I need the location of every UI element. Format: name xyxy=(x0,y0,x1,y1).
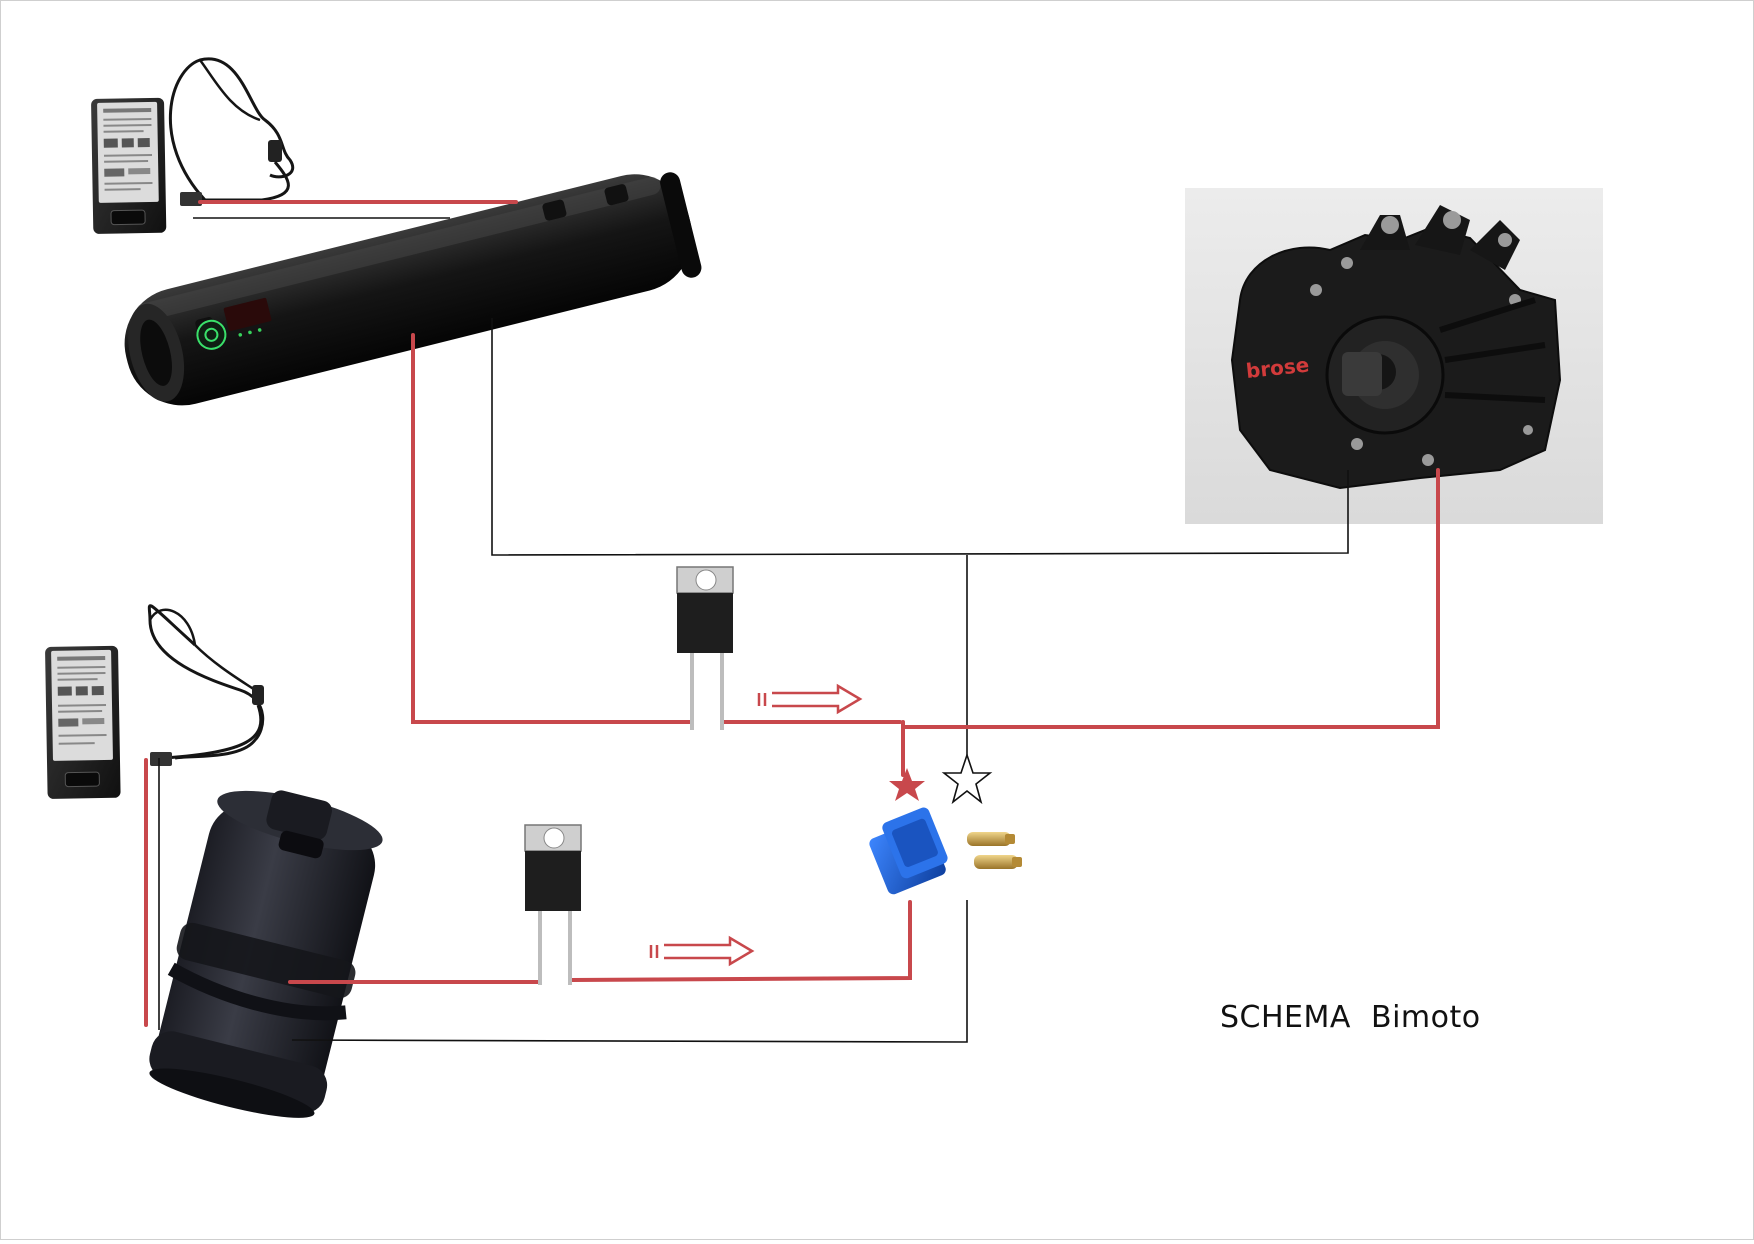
positive-wiring xyxy=(144,200,1440,1027)
negative-star-icon xyxy=(941,752,993,805)
xt60-connector-icon xyxy=(869,807,1022,895)
negative-wiring xyxy=(158,217,1349,1043)
brose-motor-icon: brose xyxy=(1185,188,1603,524)
bottle-battery-icon xyxy=(149,790,383,1118)
frame-battery-icon xyxy=(124,172,702,406)
positive-star-icon xyxy=(889,768,925,801)
charger-bottom-icon xyxy=(45,604,265,799)
flow-arrow-top-icon xyxy=(757,683,863,715)
charger-top-icon xyxy=(91,57,294,234)
diagram-caption: SCHEMA Bimoto xyxy=(1220,1000,1481,1035)
diode-top-icon xyxy=(676,566,734,730)
diode-bottom-icon xyxy=(524,824,582,985)
flow-arrow-bottom-icon xyxy=(649,935,755,967)
